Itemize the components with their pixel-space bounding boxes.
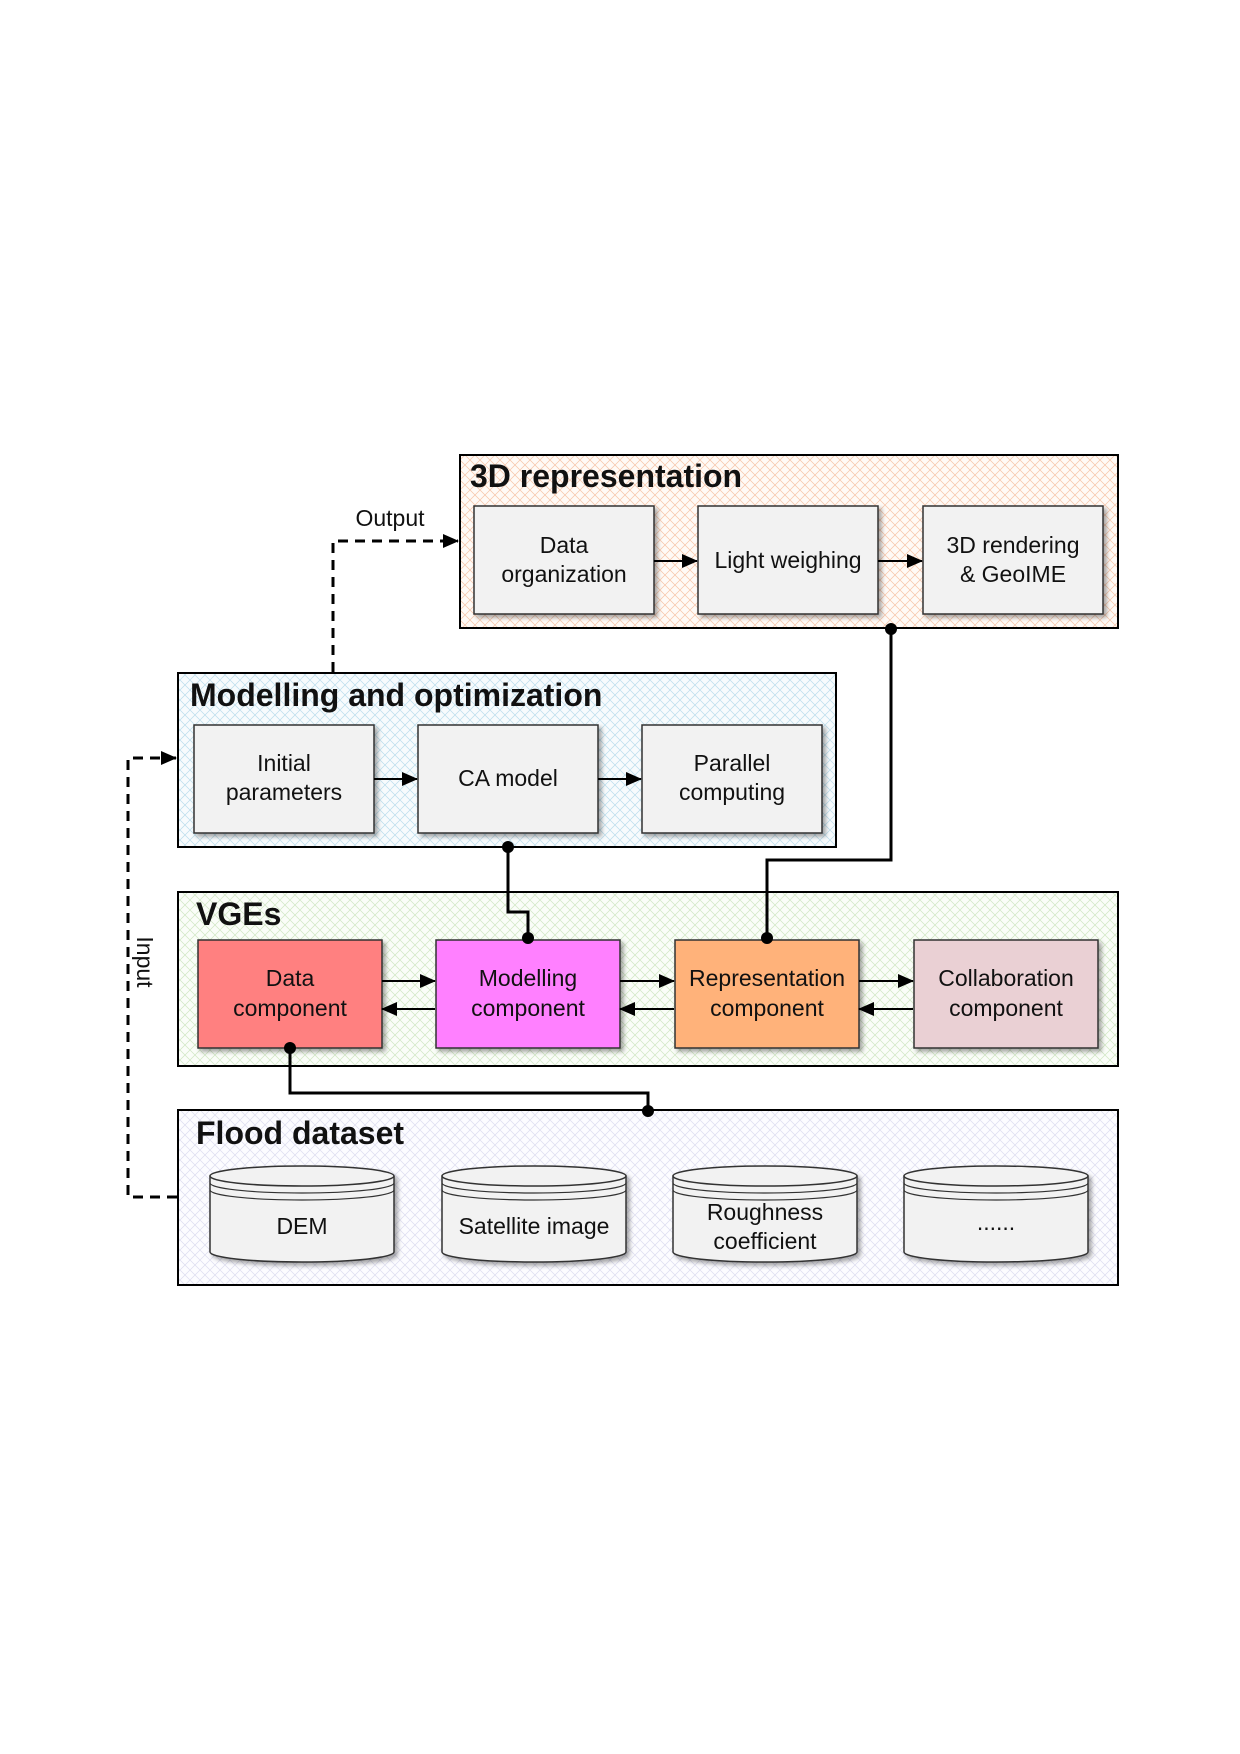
panel-flood-dataset: Flood dataset DEM Satellite image Roughn… [177, 1109, 1119, 1286]
connector-dot [502, 841, 514, 853]
database-label: Satellite image [459, 1213, 610, 1239]
connector-ca-to-modelling-component [506, 847, 530, 938]
box-label-line: Collaboration [938, 965, 1074, 991]
box-light-weighing: Light weighing [697, 505, 879, 615]
database-roughness-coefficient [672, 1165, 858, 1263]
output-connector [331, 534, 459, 672]
box-ca-model: CA model [417, 724, 599, 834]
connector-dot [885, 623, 897, 635]
connector-representation-to-3d [765, 629, 893, 938]
box-label-line: Data [266, 965, 315, 991]
box-data-organization: Data organization [473, 505, 655, 615]
box-representation-component: Representation component [674, 939, 860, 1049]
box-label-line: Initial [257, 750, 311, 776]
box-initial-parameters: Initial parameters [193, 724, 375, 834]
output-label: Output [355, 505, 425, 531]
box-label-line: component [710, 995, 824, 1021]
panel-3d-representation: 3D representation Data organization Ligh… [459, 454, 1119, 629]
box-label-line: component [471, 995, 585, 1021]
database-label: ...... [977, 1209, 1015, 1235]
connector-dot [522, 932, 534, 944]
panel-title-3d-representation: 3D representation [470, 458, 742, 494]
box-modelling-component: Modelling component [435, 939, 621, 1049]
box-label-line: 3D rendering [947, 532, 1080, 558]
box-data-component: Data component [197, 939, 383, 1049]
input-connector [126, 751, 177, 1199]
box-3d-rendering-geoime: 3D rendering & GeoIME [922, 505, 1104, 615]
connector-dot [761, 932, 773, 944]
connector-data-to-flood [288, 1048, 650, 1111]
box-collaboration-component: Collaboration component [913, 939, 1099, 1049]
database-satellite-image [441, 1165, 627, 1263]
box-label-line: Modelling [479, 965, 577, 991]
box-label-line: CA model [458, 765, 558, 791]
box-label-line: Representation [689, 965, 845, 991]
panel-title-modelling: Modelling and optimization [190, 677, 602, 713]
box-label-line: component [233, 995, 347, 1021]
box-label-line: computing [679, 779, 785, 805]
database-label: coefficient [713, 1228, 817, 1254]
database-more [903, 1165, 1089, 1263]
box-label-line: & GeoIME [960, 561, 1066, 587]
panel-title-flood-dataset: Flood dataset [196, 1115, 404, 1151]
panel-modelling-optimization: Modelling and optimization Initial param… [177, 672, 837, 848]
box-label-line: parameters [226, 779, 342, 805]
box-label-line: component [949, 995, 1063, 1021]
box-label-line: Data [540, 532, 589, 558]
box-label-line: organization [501, 561, 626, 587]
connector-dot [284, 1042, 296, 1054]
database-label: DEM [276, 1213, 327, 1239]
input-label: Input [132, 936, 158, 988]
box-label-line: Parallel [694, 750, 771, 776]
panel-vges: VGEs Data component Modelling component … [177, 891, 1119, 1067]
box-parallel-computing: Parallel computing [641, 724, 823, 834]
panel-title-vges: VGEs [196, 896, 281, 932]
database-dem [209, 1165, 395, 1263]
database-label: Roughness [707, 1199, 823, 1225]
box-label-line: Light weighing [714, 547, 861, 573]
connector-dot [642, 1105, 654, 1117]
